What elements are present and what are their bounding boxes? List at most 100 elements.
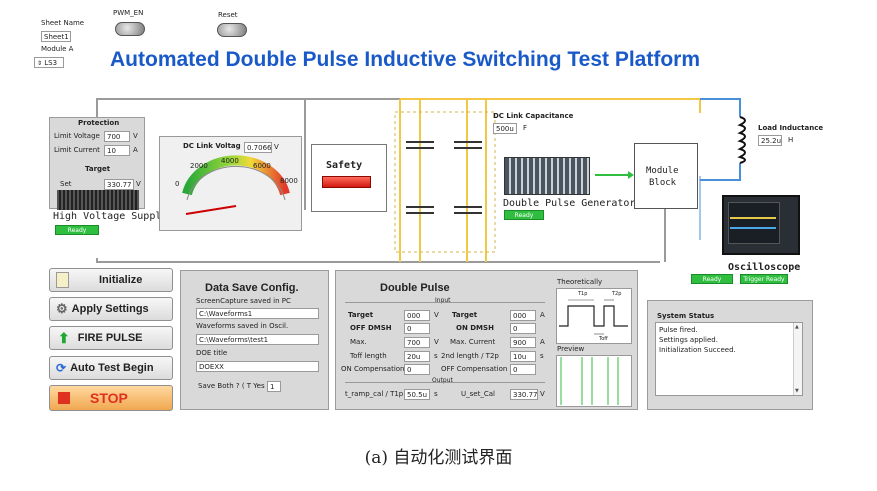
hv-supply-ready-badge: Ready [55,225,99,235]
hv-supply-image [57,190,139,210]
inductance-field[interactable]: 25.2u [758,135,782,146]
module-stepper-icon[interactable]: ⇕ [37,60,43,67]
preview-box [556,355,632,407]
save-both-label: Save Both ? ( T Yes [198,382,265,390]
initialize-label: Initialize [99,274,143,286]
tramp-label: t_ramp_cal / T1p [345,390,404,398]
status-line: Initialization Succeed. [659,346,736,354]
set-voltage-field[interactable]: 330.77 [104,179,134,190]
dc-link-gauge [182,155,290,215]
pulse-generator-label: Double Pulse Generator [503,198,636,209]
preview-waveform [560,357,619,405]
module-value: LS3 [44,59,58,67]
off-compensation-field[interactable]: 0 [510,364,536,375]
status-log[interactable]: Pulse fired. Settings applied. Initializ… [655,322,803,396]
gauge-tick-label: 6000 [253,162,271,170]
doe-title-label: DOE title [196,349,228,357]
limit-voltage-label: Limit Voltage [54,132,100,140]
toff-length-unit: s [434,352,438,360]
uset-label: U_set_Cal [461,390,495,398]
safety-indicator [322,176,371,188]
off-compensation-label: OFF Compensation [441,365,508,373]
double-pulse-title: Double Pulse [380,282,450,294]
max-current-unit: A [540,338,545,346]
inductance-label: Load Inductance [758,124,824,132]
scroll-up-icon[interactable]: ▲ [795,324,799,330]
limit-current-field[interactable]: 10 [104,145,130,156]
document-icon [56,272,69,288]
limit-current-label: Limit Current [54,146,100,154]
max-current-label: Max. Current [450,338,496,346]
module-select[interactable]: ⇕ LS3 [34,57,64,68]
tramp-field: 50.5u [404,389,430,400]
max-current-field[interactable]: 900 [510,337,536,348]
pulse-generator-ready-badge: Ready [504,210,544,220]
protection-title: Protection [78,119,120,127]
second-length-label: 2nd length / T2p [441,352,499,360]
max-voltage-field[interactable]: 700 [404,337,430,348]
oscilloscope-label: Oscilloscope [728,262,801,273]
gauge-tick-label: 2000 [190,162,208,170]
pwm-toggle[interactable] [115,22,145,36]
inductance-unit: H [788,136,794,144]
on-compensation-label: ON Compensation [341,365,405,373]
gauge-tick-label: 8000 [280,177,298,185]
sheet-name-field[interactable]: Sheet1 [41,31,71,42]
module-block [634,143,698,209]
target-current-unit: A [540,311,545,319]
stop-button[interactable]: STOP [49,385,173,411]
toff-label: Toff [599,336,608,342]
limit-voltage-unit: V [133,132,138,140]
reset-label: Reset [218,11,238,19]
toff-length-field[interactable]: 20u [404,351,430,362]
fire-pulse-label: FIRE PULSE [77,332,143,344]
reset-button[interactable] [217,23,247,37]
set-label: Set [60,180,72,188]
capacitance-label: DC Link Capacitance [493,112,574,120]
status-scrollbar[interactable]: ▲ ▼ [793,323,802,395]
capacitance-unit: F [523,124,528,132]
preview-label: Preview [557,345,585,353]
t1p-label: T1p [578,291,588,297]
target-title: Target [85,165,111,173]
max-voltage-unit: V [434,338,439,346]
set-voltage-unit: V [136,180,141,188]
t2p-label: T2p [612,291,622,297]
save-both-field[interactable]: 1 [267,381,281,392]
module-label-line1: Module [646,166,679,176]
limit-voltage-field[interactable]: 700 [104,131,130,142]
screen-capture-label: ScreenCapture saved in PC [196,297,291,305]
auto-test-button[interactable]: ⟳ Auto Test Begin [49,356,173,380]
target-voltage-field[interactable]: 000 [404,310,430,321]
sheet-name-label: Sheet Name [41,19,85,27]
target-current-field[interactable]: 000 [510,310,536,321]
second-length-unit: s [540,352,544,360]
uset-unit: V [540,390,545,398]
on-compensation-field[interactable]: 0 [404,364,430,375]
uset-field: 330.77 [510,389,538,400]
waveforms-path-field[interactable]: C:\Waveforms\test1 [196,334,319,345]
apply-settings-label: Apply Settings [71,303,149,315]
oscilloscope-ready-badge: Ready [691,274,733,284]
status-line: Settings applied. [659,336,718,344]
safety-label: Safety [326,160,363,171]
fire-pulse-button[interactable]: ⬆ FIRE PULSE [49,326,173,350]
tramp-unit: s [434,390,438,398]
second-length-field[interactable]: 10u [510,351,536,362]
doe-title-field[interactable]: DOEXX [196,361,319,372]
on-dmsh-field[interactable]: 0 [510,323,536,334]
capacitance-field[interactable]: 500u [493,123,517,134]
oscilloscope-image [722,195,800,255]
initialize-button[interactable]: Initialize [49,268,173,292]
dc-link-label: DC Link Voltag [183,142,241,150]
screen-capture-path-field[interactable]: C:\Waveforms1 [196,308,319,319]
stop-label: STOP [90,390,128,406]
apply-settings-button[interactable]: ⚙ Apply Settings [49,297,173,321]
scroll-down-icon[interactable]: ▼ [795,388,799,394]
off-dmsh-field[interactable]: 0 [404,323,430,334]
trigger-ready-badge: Trigger Ready [740,274,788,284]
gauge-tick-label: 0 [175,180,180,188]
data-save-title: Data Save Config. [205,282,299,294]
target-current-label: Target [452,311,478,319]
gauge-tick-label: 4000 [221,157,239,165]
